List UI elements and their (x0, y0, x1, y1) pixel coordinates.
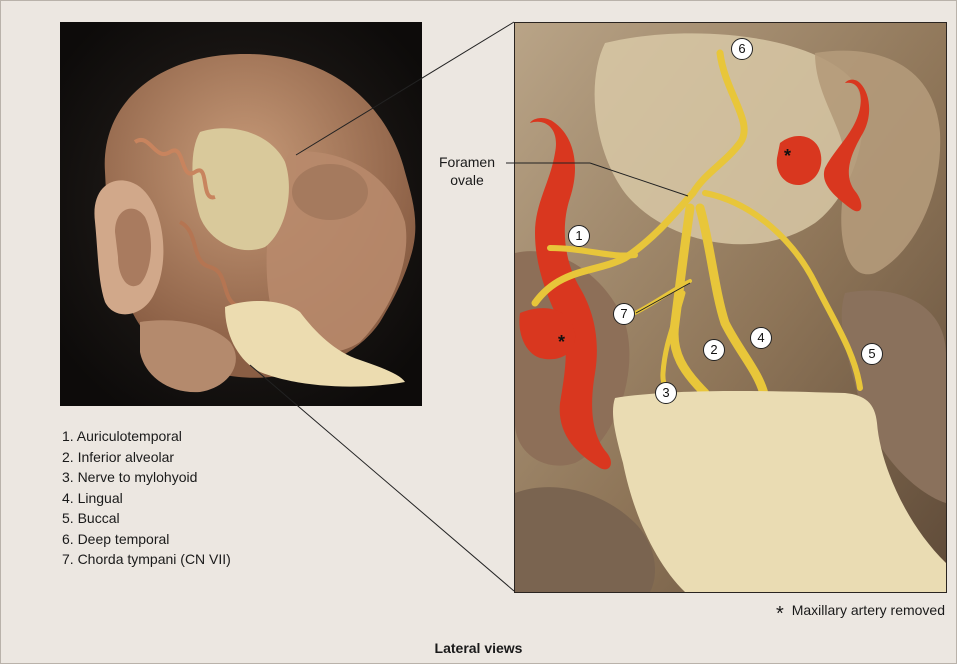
marker-6: 6 (731, 38, 753, 60)
marker-2: 2 (703, 339, 725, 361)
figure-caption: Lateral views (434, 640, 523, 656)
footnote-text: Maxillary artery removed (791, 602, 945, 618)
head-dissection-illustration (60, 22, 422, 406)
nerve-legend: 1. Auriculotemporal 2. Inferior alveolar… (62, 426, 231, 570)
asterisk-mark-lower: * (558, 332, 566, 352)
foramen-ovale-text: Foramen ovale (438, 154, 496, 188)
marker-4: 4 (750, 327, 772, 349)
legend-item: 1. Auriculotemporal (62, 428, 182, 444)
marker-1: 1 (568, 225, 590, 247)
footnote-symbol: * (776, 603, 784, 625)
marker-5: 5 (861, 343, 883, 365)
asterisk-mark-upper: * (784, 146, 792, 166)
footnote: * Maxillary artery removed (776, 602, 945, 626)
head-dissection-photo (60, 22, 422, 406)
legend-item: 5. Buccal (62, 510, 120, 526)
legend-item: 6. Deep temporal (62, 530, 170, 547)
legend-item: 3. Nerve to mylohyoid (62, 469, 198, 485)
infratemporal-closeup-illustration (515, 23, 946, 592)
marker-7: 7 (613, 303, 635, 325)
legend-item: 2. Inferior alveolar (62, 448, 175, 465)
infratemporal-closeup-photo (514, 22, 947, 593)
legend-item: 7. Chorda tympani (CN VII) (62, 551, 231, 567)
marker-3: 3 (655, 382, 677, 404)
foramen-ovale-label: Foramen ovale (432, 153, 502, 189)
legend-item: 4. Lingual (62, 489, 123, 506)
